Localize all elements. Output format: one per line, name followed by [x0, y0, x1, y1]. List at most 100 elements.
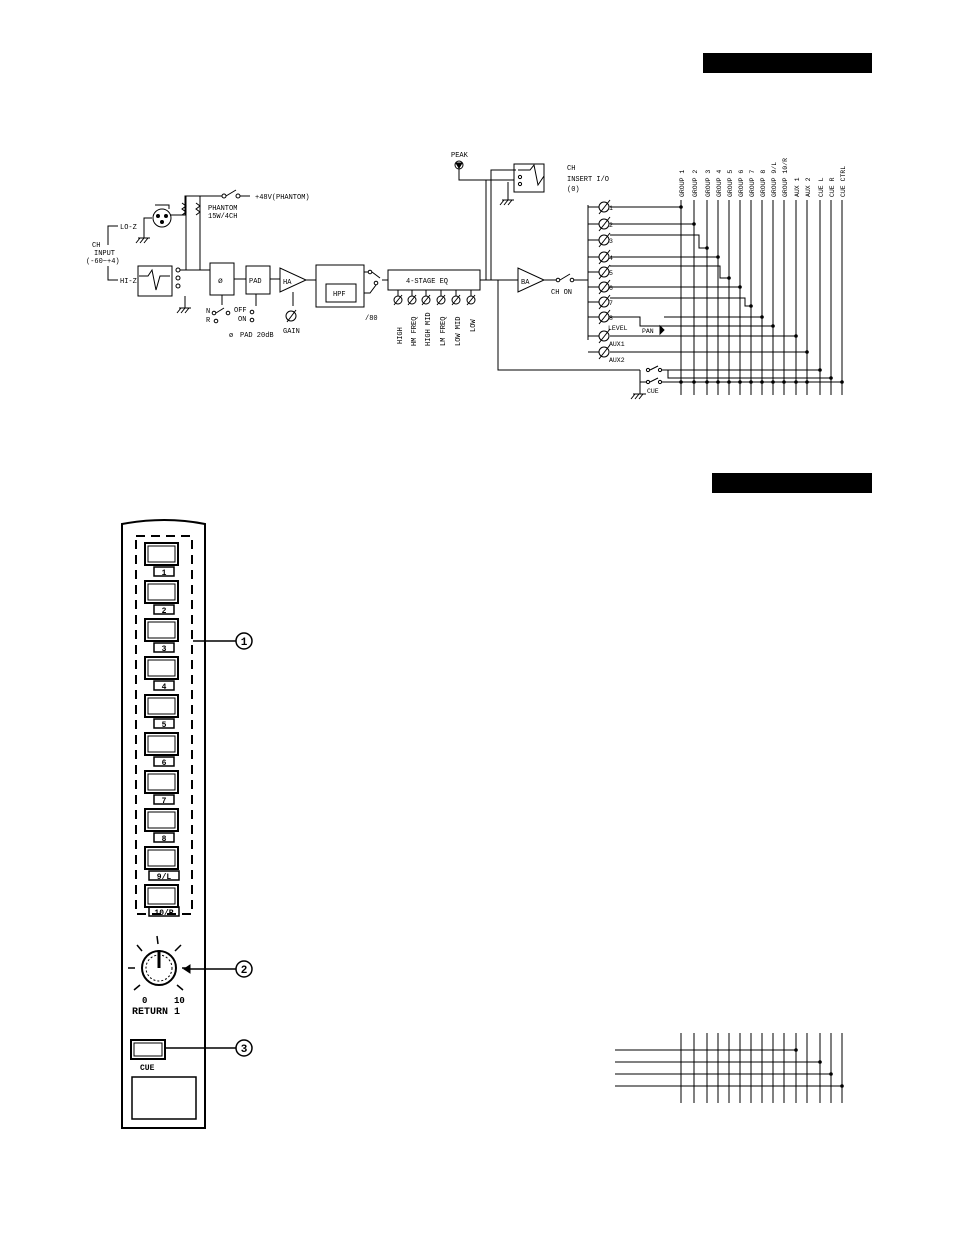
group-assign-button-2[interactable]: 2 — [144, 580, 179, 616]
return-label: RETURN 1 — [132, 1007, 180, 1018]
group-assign-button-10r[interactable]: 10/R — [144, 884, 180, 918]
phantom-label: PHANTOM — [208, 205, 237, 213]
phase-symbol: ø — [218, 277, 223, 286]
phase-pad-ha-section: ø PAD HA GAIN N R ø OFF ON PAD 20dB — [180, 262, 316, 340]
ch-label: CH — [92, 242, 100, 250]
group-assign-label-7: 7 — [162, 797, 167, 806]
level-label: LEVEL — [608, 325, 628, 332]
group-assign-label-5: 5 — [162, 721, 167, 730]
callout-3-circle — [235, 1039, 253, 1057]
cue-section: CUE — [630, 365, 842, 400]
peak-insert-section: PEAK CH INSERT I/O (0) — [451, 152, 609, 280]
booster-amp-section: BA CH ON — [497, 205, 640, 371]
group-assign-frame — [135, 535, 193, 915]
section-header-bar-top — [703, 53, 872, 73]
group-assign-label-8: 8 — [162, 835, 167, 844]
eq-box-label: 4-STAGE EQ — [406, 278, 448, 286]
group-knob-1: 1 — [609, 205, 613, 212]
block-diagram: LO-Z CH INPUT (-60~+4) HI-Z — [86, 152, 847, 400]
group-assign-label-4: 4 — [162, 683, 167, 692]
callouts: 1 2 3 — [165, 632, 253, 1057]
group-assign-label-2: 2 — [162, 607, 167, 616]
return-cue-button[interactable] — [130, 1039, 166, 1060]
input-label: INPUT — [94, 250, 115, 258]
group-assign-label-9l: 9/L — [157, 873, 172, 882]
cue-label-diagram: CUE — [647, 388, 659, 395]
pan-label: PAN — [642, 328, 654, 335]
group-knob-7: 7 — [609, 300, 613, 307]
group-assign-button-5[interactable]: 5 — [144, 694, 179, 730]
group-assign-button-7[interactable]: 7 — [144, 770, 179, 806]
group-assign-label-6: 6 — [162, 759, 167, 768]
hpf-frequency: /80 — [365, 315, 378, 323]
phase-switch-r: R — [206, 317, 211, 325]
gain-label: GAIN — [283, 328, 300, 336]
lo-z-label: LO-Z — [120, 224, 137, 232]
bus-label-group-9l: GROUP 9/L — [771, 162, 778, 197]
bus-label-group-10r: GROUP 10/R — [782, 158, 789, 197]
group-knob-6: 6 — [609, 285, 613, 292]
callout-1-circle — [235, 632, 253, 650]
insert-jack-icon — [513, 163, 545, 193]
bus-label-group-6: GROUP 6 — [738, 170, 745, 197]
group-send-section: 1 2 3 4 5 6 7 8 LEVEL PAN AUX1 AUX2 — [588, 199, 807, 364]
insert-label-level: (0) — [567, 186, 580, 194]
group-assign-button-1[interactable]: 1 — [144, 542, 179, 578]
pad-box-label: PAD — [249, 278, 262, 286]
pad-caption: PAD 20dB — [240, 332, 274, 340]
bus-label-group-2: GROUP 2 — [692, 170, 699, 197]
eq-knob-label-high: HIGH — [397, 327, 405, 344]
bus-label-cue-ctrl: CUE CTRL — [840, 166, 847, 197]
bus-label-group-1: GROUP 1 — [679, 170, 686, 197]
head-amp-triangle — [279, 267, 308, 293]
eq-knob-label-hm-freq: HM FREQ — [411, 317, 419, 346]
insert-label-ch: CH — [567, 165, 575, 173]
pad-off-label: OFF — [234, 307, 247, 315]
group-send-knob-icons — [598, 199, 611, 360]
eq-section: 4-STAGE EQ HIGH HM FREQ HIGH MID LM FREQ… — [387, 269, 510, 346]
group-assign-label-1: 1 — [162, 569, 167, 578]
group-assign-button-3[interactable]: 3 — [144, 618, 179, 654]
group-assign-button-9l[interactable]: 9/L — [144, 846, 180, 882]
booster-amp-triangle — [517, 267, 546, 293]
pad-on-label: ON — [238, 316, 246, 324]
bus-label-aux-2: AUX 2 — [805, 177, 812, 197]
ba-label: BA — [521, 279, 530, 287]
callout-2: 2 — [241, 965, 248, 977]
eq-knob-label-low: LOW — [470, 319, 478, 332]
group-knob-2: 2 — [609, 222, 613, 229]
input-range-label: (-60~+4) — [86, 258, 120, 266]
aux1-label: AUX1 — [609, 341, 625, 348]
group-assign-button-4[interactable]: 4 — [144, 656, 179, 692]
return-bus-grid — [615, 1033, 844, 1103]
aux2-label: AUX2 — [609, 357, 625, 364]
group-assign-label-3: 3 — [162, 645, 167, 654]
return-level-knob[interactable] — [128, 935, 189, 991]
bus-label-group-5: GROUP 5 — [727, 170, 734, 197]
group-knob-5: 5 — [609, 270, 613, 277]
eq-knob-label-low-mid: LOW MID — [455, 317, 463, 346]
phase-caption: ø — [229, 332, 233, 340]
phantom-sub-label: 15W/4CH — [208, 213, 237, 221]
xlr-connector-icon — [152, 208, 172, 228]
bus-label-group-8: GROUP 8 — [760, 170, 767, 197]
bus-label-cue-l: CUE L — [818, 177, 825, 197]
eq-knob-label-lm-freq: LM FREQ — [440, 317, 448, 346]
section-header-bar-middle — [712, 473, 872, 493]
hi-z-label: HI-Z — [120, 278, 137, 286]
group-assign-button-6[interactable]: 6 — [144, 732, 179, 768]
panel-blank-area — [131, 1076, 197, 1120]
ground-icon — [135, 237, 150, 244]
gain-knob-icon — [285, 310, 297, 322]
group-knob-3: 3 — [609, 238, 613, 245]
group-assign-buttons: 1 2 3 4 5 — [144, 542, 180, 918]
return-panel: 1 2 3 4 5 — [121, 519, 206, 1129]
phase-switch-n: N — [206, 308, 210, 316]
pad-box — [245, 265, 271, 295]
hpf-section: HPF /80 — [315, 264, 388, 323]
return-cue-label: CUE — [140, 1064, 155, 1073]
ha-label: HA — [283, 279, 292, 287]
eq-knob-label-high-mid: HIGH MID — [425, 312, 433, 346]
group-assign-button-8[interactable]: 8 — [144, 808, 179, 844]
callout-2-circle — [235, 960, 253, 978]
